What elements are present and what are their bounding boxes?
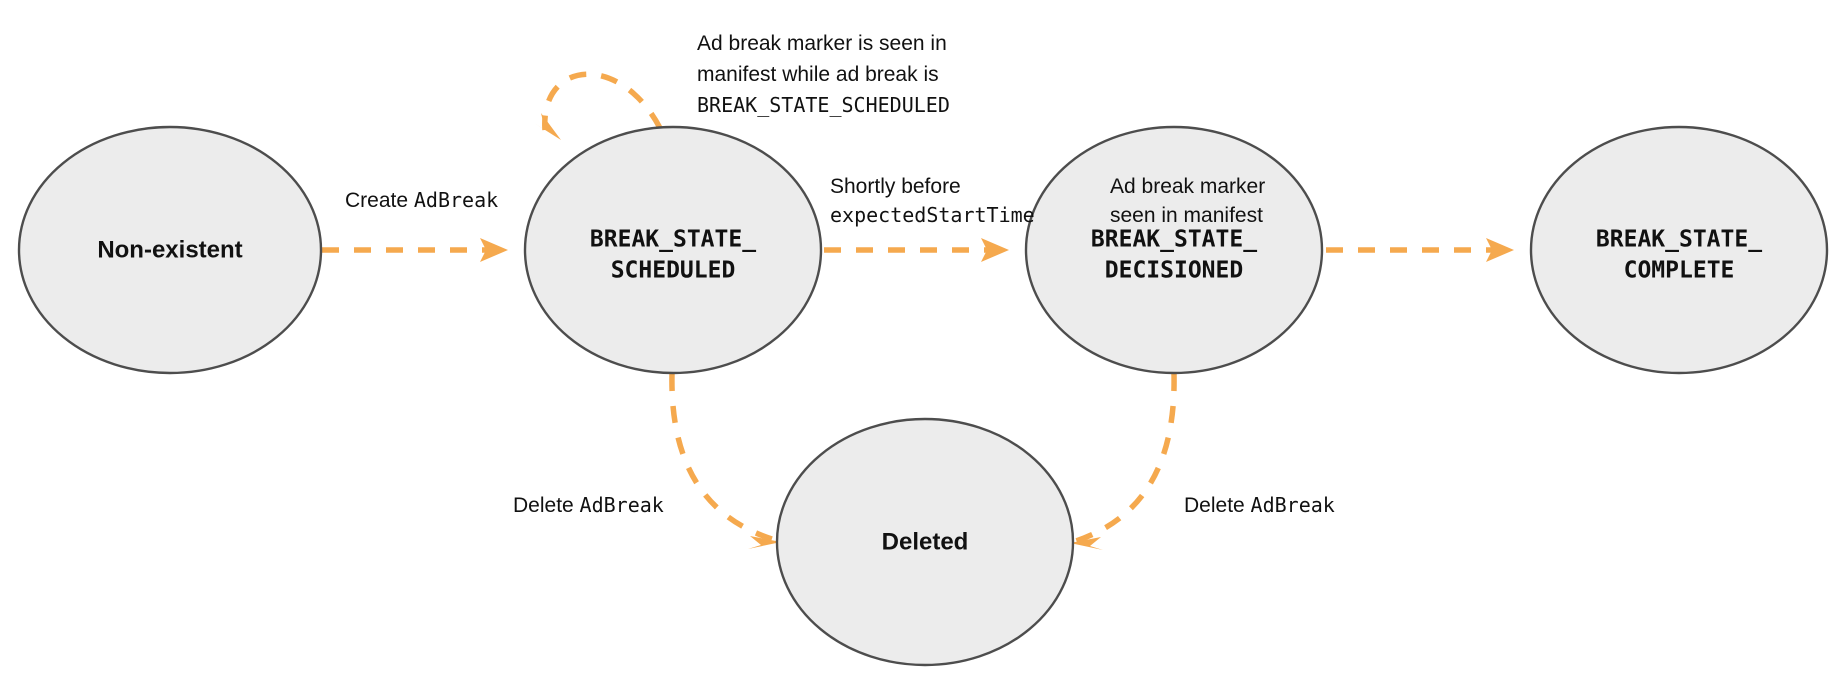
- node-break-state-scheduled-shape[interactable]: [523, 125, 823, 375]
- edge-delete-from-decisioned-line: [1075, 373, 1177, 544]
- edge-label-delete-from-decisioned: Delete AdBreak: [1184, 493, 1335, 517]
- edge-label-create-adbreak-code: AdBreak: [414, 188, 498, 212]
- edge-label-shortly-line1: Shortly before: [830, 175, 961, 198]
- edge-label-delete-right-code: AdBreak: [1251, 493, 1335, 517]
- edge-shortly-before: [824, 238, 1009, 262]
- edge-label-delete-from-scheduled: Delete AdBreak: [513, 493, 664, 517]
- node-non-existent[interactable]: Non-existent: [17, 125, 323, 375]
- node-non-existent-shape[interactable]: [17, 125, 323, 375]
- edge-label-delete-right-prefix: Delete: [1184, 494, 1251, 517]
- node-break-state-decisioned-shape[interactable]: [1024, 125, 1324, 375]
- node-break-state-scheduled-label-line2: SCHEDULED: [611, 258, 736, 284]
- node-break-state-complete-label-line1: BREAK_STATE_: [1596, 227, 1762, 253]
- edge-label-selfloop-line3: BREAK_STATE_SCHEDULED: [697, 93, 950, 117]
- edge-marker-seen-manifest-arrowhead: [1486, 238, 1514, 262]
- node-break-state-complete[interactable]: BREAK_STATE_ COMPLETE: [1529, 125, 1829, 375]
- edge-label-selfloop-line1: Ad break marker is seen in: [697, 32, 947, 55]
- edge-delete-from-decisioned-arrowhead: [1070, 537, 1103, 550]
- edge-scheduled-self-loop: [534, 71, 663, 140]
- edge-create-adbreak: [322, 238, 508, 262]
- edge-label-create-adbreak-text: Create AdBreak: [345, 188, 498, 212]
- node-non-existent-label: Non-existent: [97, 236, 242, 263]
- node-break-state-decisioned-label-line1: BREAK_STATE_: [1091, 227, 1257, 253]
- edge-label-scheduled-self-loop: Ad break marker is seen in manifest whil…: [697, 32, 950, 117]
- node-deleted[interactable]: Deleted: [775, 417, 1075, 667]
- edge-delete-from-scheduled: [669, 373, 781, 549]
- edge-label-selfloop-line2: manifest while ad break is: [697, 63, 939, 86]
- edge-label-marker-line1: Ad break marker: [1110, 175, 1265, 198]
- edge-label-create-adbreak-prefix: Create: [345, 189, 414, 212]
- node-break-state-complete-shape[interactable]: [1529, 125, 1829, 375]
- edge-delete-from-decisioned: [1070, 373, 1177, 550]
- node-deleted-label: Deleted: [882, 528, 969, 555]
- edge-label-delete-right-text: Delete AdBreak: [1184, 493, 1335, 517]
- edge-label-delete-left-code: AdBreak: [580, 493, 664, 517]
- node-break-state-complete-label-line2: COMPLETE: [1624, 258, 1735, 284]
- edge-label-delete-left-prefix: Delete: [513, 494, 580, 517]
- edge-delete-from-scheduled-line: [669, 373, 776, 543]
- edge-label-marker-seen-manifest: Ad break marker seen in manifest: [1110, 175, 1265, 227]
- edge-delete-from-scheduled-arrowhead: [748, 536, 781, 549]
- node-break-state-scheduled[interactable]: BREAK_STATE_ SCHEDULED: [523, 125, 823, 375]
- edge-label-shortly-before: Shortly before expectedStartTime: [830, 175, 1035, 227]
- edge-shortly-before-arrowhead: [981, 238, 1009, 262]
- node-deleted-shape[interactable]: [775, 417, 1075, 667]
- node-break-state-decisioned[interactable]: BREAK_STATE_ DECISIONED: [1024, 125, 1324, 375]
- edge-marker-seen-manifest: [1326, 238, 1514, 262]
- edge-label-delete-left-text: Delete AdBreak: [513, 493, 664, 517]
- edge-create-adbreak-arrowhead: [480, 238, 508, 262]
- edge-scheduled-self-loop-arrowhead: [534, 113, 561, 140]
- node-break-state-scheduled-label-line1: BREAK_STATE_: [590, 227, 756, 253]
- edge-label-shortly-line2: expectedStartTime: [830, 203, 1035, 227]
- edge-label-marker-line2: seen in manifest: [1110, 204, 1263, 227]
- edge-label-create-adbreak: Create AdBreak: [345, 188, 498, 212]
- edge-scheduled-self-loop-line: [542, 71, 663, 131]
- node-break-state-decisioned-label-line2: DECISIONED: [1105, 258, 1243, 284]
